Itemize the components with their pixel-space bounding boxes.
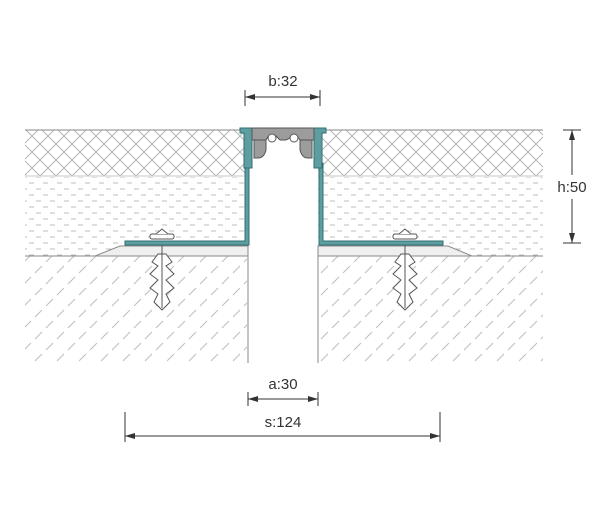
right-concrete-layer: [318, 256, 543, 363]
left-bedding: [94, 245, 249, 257]
dimension-a: a:30: [247, 376, 319, 406]
dimension-b: b:32: [244, 73, 321, 106]
right-anchor: [392, 228, 418, 311]
left-anchor: [149, 228, 175, 311]
right-bedding: [317, 245, 473, 257]
screw-head-icon: [392, 233, 418, 240]
left-concrete-layer: [25, 256, 247, 363]
right-tile-layer: [318, 130, 543, 176]
right-profile-head: [313, 127, 327, 169]
dimension-s-label: s:124: [265, 414, 302, 431]
left-floor-layers: [25, 130, 247, 363]
dimension-b-label: b:32: [268, 73, 297, 90]
screw-head-icon: [149, 233, 175, 240]
right-profile-flange: [318, 162, 444, 246]
dimension-a-label: a:30: [268, 376, 297, 393]
left-tile-layer: [25, 130, 247, 176]
dimension-s: s:124: [124, 412, 441, 442]
dimension-h-label: h:50: [557, 179, 586, 196]
rubber-insert: [251, 127, 315, 159]
dimension-h: h:50: [557, 129, 587, 244]
